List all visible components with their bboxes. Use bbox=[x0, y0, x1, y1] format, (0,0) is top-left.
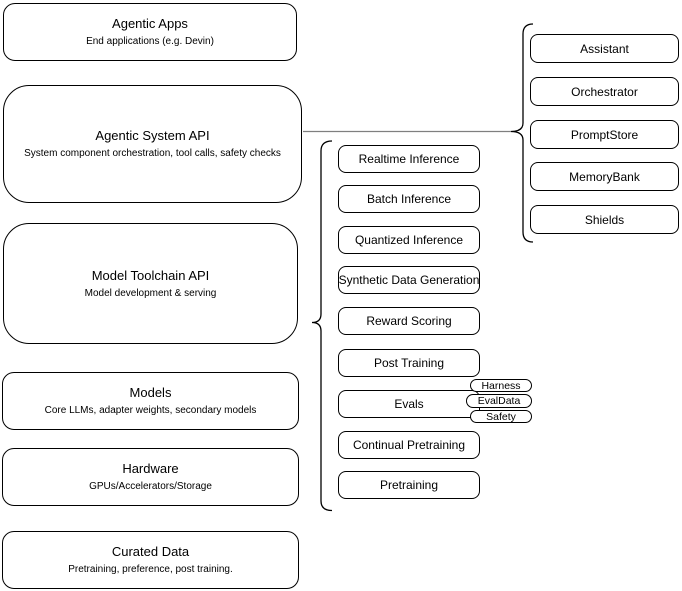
box-label: Pretraining bbox=[379, 478, 439, 492]
box-label: Quantized Inference bbox=[354, 233, 464, 247]
component-box-shields: Shields bbox=[530, 205, 679, 234]
box-label: MemoryBank bbox=[569, 169, 640, 184]
toolchain-services-brace bbox=[311, 140, 333, 512]
eval-tag-harness: Harness bbox=[470, 379, 532, 392]
box-hardware: Hardware GPUs/Accelerators/Storage bbox=[2, 448, 299, 506]
box-title: Curated Data bbox=[111, 544, 190, 559]
box-subtitle: End applications (e.g. Devin) bbox=[86, 36, 214, 47]
box-label: Evals bbox=[394, 397, 424, 411]
tag-label: Harness bbox=[481, 379, 521, 392]
toolchain-box-reward-scoring: Reward Scoring bbox=[338, 307, 480, 335]
box-title: Agentic Apps bbox=[112, 16, 188, 31]
box-label: Continual Pretraining bbox=[352, 438, 466, 452]
box-subtitle: Model development & serving bbox=[84, 287, 217, 299]
box-title: Agentic System API bbox=[95, 128, 210, 143]
box-title: Hardware bbox=[122, 461, 179, 476]
toolchain-box-realtime-inference: Realtime Inference bbox=[338, 145, 480, 173]
toolchain-box-batch-inference: Batch Inference bbox=[338, 185, 480, 213]
toolchain-box-pretraining: Pretraining bbox=[338, 471, 480, 499]
box-subtitle: Pretraining, preference, post training. bbox=[68, 564, 233, 575]
box-label: Synthetic Data Generation bbox=[338, 273, 480, 287]
box-label: Shields bbox=[584, 212, 625, 227]
box-label: PromptStore bbox=[570, 127, 639, 142]
component-box-orchestrator: Orchestrator bbox=[530, 77, 679, 106]
box-model-toolchain-api: Model Toolchain API Model development & … bbox=[3, 223, 298, 344]
box-subtitle: System component orchestration, tool cal… bbox=[24, 148, 281, 159]
component-box-assistant: Assistant bbox=[530, 34, 679, 63]
system-components-brace bbox=[510, 23, 534, 243]
toolchain-box-continual-pretraining: Continual Pretraining bbox=[338, 431, 480, 459]
box-models: Models Core LLMs, adapter weights, secon… bbox=[2, 372, 299, 430]
box-label: Batch Inference bbox=[366, 192, 452, 206]
toolchain-box-post-training: Post Training bbox=[338, 349, 480, 377]
toolchain-box-quantized-inference: Quantized Inference bbox=[338, 226, 480, 254]
component-box-memorybank: MemoryBank bbox=[530, 162, 679, 191]
box-label: Realtime Inference bbox=[358, 152, 460, 166]
box-label: Assistant bbox=[580, 41, 629, 56]
box-label: Post Training bbox=[373, 356, 445, 370]
toolchain-box-evals: Evals bbox=[338, 390, 480, 418]
box-label: Reward Scoring bbox=[366, 314, 452, 328]
box-curated-data: Curated Data Pretraining, preference, po… bbox=[2, 531, 299, 589]
box-title: Model Toolchain API bbox=[91, 267, 210, 283]
box-subtitle: Core LLMs, adapter weights, secondary mo… bbox=[44, 405, 257, 416]
box-title: Models bbox=[129, 385, 172, 400]
box-subtitle: GPUs/Accelerators/Storage bbox=[89, 481, 212, 492]
tag-label: EvalData bbox=[477, 395, 521, 407]
box-label: Orchestrator bbox=[571, 84, 638, 99]
eval-tag-evaldata: EvalData bbox=[466, 394, 532, 408]
component-box-promptstore: PromptStore bbox=[530, 120, 679, 149]
box-agentic-apps: Agentic Apps End applications (e.g. Devi… bbox=[3, 3, 297, 61]
box-agentic-system-api: Agentic System API System component orch… bbox=[3, 85, 302, 203]
tag-label: Safety bbox=[486, 410, 516, 423]
eval-tag-safety: Safety bbox=[470, 410, 532, 423]
toolchain-box-synthetic-data-generation: Synthetic Data Generation bbox=[338, 266, 480, 294]
